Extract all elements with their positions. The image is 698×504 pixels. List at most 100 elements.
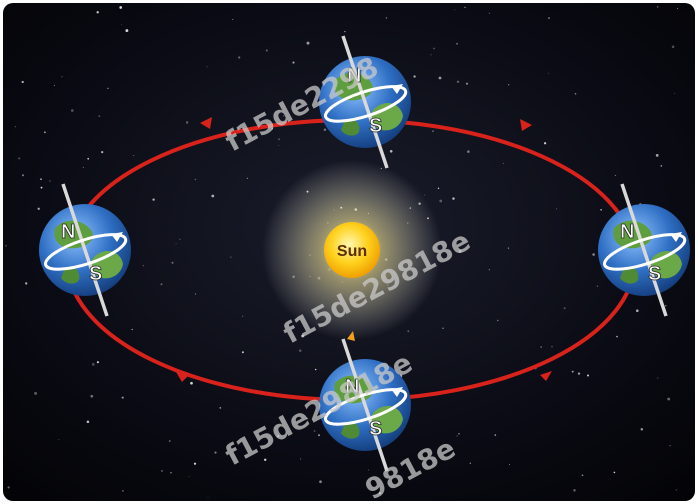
- north-pole-label: N: [345, 376, 359, 398]
- star: [96, 11, 99, 14]
- star: [636, 309, 639, 312]
- star: [671, 45, 675, 49]
- star: [160, 283, 163, 286]
- star: [433, 47, 435, 50]
- star: [660, 165, 663, 167]
- star: [91, 363, 95, 366]
- star: [25, 282, 28, 285]
- star: [547, 72, 549, 74]
- star: [190, 381, 193, 385]
- star: [508, 463, 510, 465]
- earth-right: N S: [596, 182, 692, 318]
- star: [34, 391, 38, 395]
- earth-left: N S: [37, 182, 133, 318]
- star: [107, 87, 109, 90]
- star: [242, 315, 244, 317]
- star: [488, 12, 490, 14]
- star: [49, 180, 51, 182]
- star: [40, 186, 43, 189]
- star: [161, 470, 163, 472]
- star: [5, 244, 7, 247]
- star: [263, 458, 267, 462]
- star: [551, 346, 553, 348]
- star: [439, 199, 443, 203]
- star: [592, 253, 595, 256]
- star: [214, 451, 217, 454]
- star: [344, 30, 346, 33]
- star: [574, 93, 577, 95]
- star: [195, 293, 197, 295]
- star: [586, 374, 590, 377]
- star: [122, 490, 124, 492]
- star: [317, 434, 321, 437]
- north-pole-label: N: [347, 65, 361, 87]
- south-pole-label: S: [89, 263, 102, 285]
- star: [86, 420, 90, 424]
- star: [101, 150, 104, 154]
- star: [171, 261, 174, 264]
- orbit-arrow-icon: [200, 117, 212, 129]
- star: [543, 142, 547, 145]
- star: [301, 334, 305, 338]
- star: [121, 396, 124, 399]
- star: [211, 194, 215, 198]
- star: [540, 346, 542, 348]
- star: [168, 440, 171, 442]
- star: [241, 351, 244, 354]
- star: [614, 174, 617, 177]
- star: [119, 6, 123, 9]
- star: [657, 377, 659, 379]
- star: [306, 41, 310, 45]
- star: [125, 29, 129, 33]
- star: [207, 496, 209, 498]
- star: [432, 130, 434, 133]
- star: [438, 76, 442, 80]
- star: [7, 486, 10, 489]
- star: [437, 187, 440, 190]
- star: [674, 92, 676, 94]
- star: [488, 269, 490, 271]
- star: [87, 157, 90, 160]
- star: [367, 469, 369, 471]
- star: [133, 155, 135, 157]
- star: [21, 174, 25, 177]
- star: [14, 126, 16, 128]
- star: [424, 194, 426, 196]
- star: [456, 435, 458, 437]
- star: [664, 304, 667, 307]
- south-pole-label: S: [648, 263, 661, 285]
- star: [82, 166, 84, 168]
- star: [573, 489, 576, 492]
- star: [452, 197, 455, 200]
- star: [21, 80, 24, 84]
- star: [18, 157, 21, 160]
- star: [188, 476, 190, 478]
- star: [246, 177, 248, 179]
- star: [238, 56, 241, 59]
- star: [90, 394, 94, 398]
- star: [152, 198, 155, 201]
- star: [675, 489, 677, 491]
- star: [655, 154, 659, 157]
- star: [96, 361, 99, 364]
- star: [577, 372, 581, 375]
- star: [465, 82, 469, 85]
- star: [467, 150, 470, 153]
- star: [277, 138, 281, 141]
- star: [230, 256, 232, 258]
- star: [319, 480, 322, 484]
- star: [53, 84, 55, 86]
- star: [616, 335, 618, 338]
- orbit-arrow-icon: [520, 119, 532, 131]
- sun-icon: Sun: [262, 160, 442, 340]
- south-pole-label: S: [369, 115, 382, 137]
- star: [193, 462, 197, 465]
- star: [458, 433, 460, 435]
- star: [581, 474, 584, 477]
- star: [454, 9, 456, 11]
- star: [43, 131, 46, 134]
- star: [61, 76, 63, 78]
- star: [206, 66, 208, 68]
- star: [507, 247, 510, 249]
